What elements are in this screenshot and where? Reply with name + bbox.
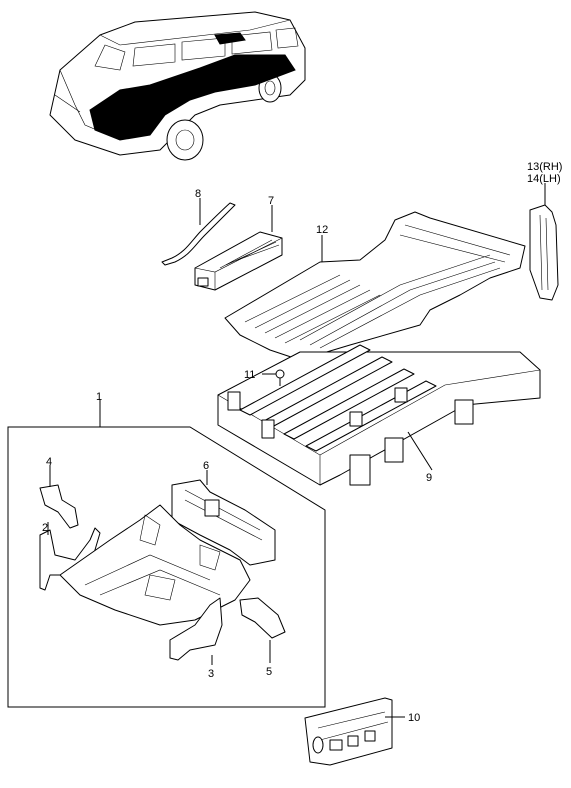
part-8-strip (161, 198, 236, 266)
van-illustration (49, 11, 306, 161)
part-6-crossmember (171, 470, 276, 566)
callout-14-lh: 14(LH) (527, 173, 561, 185)
callout-5: 5 (266, 666, 272, 678)
part-1-group-frame (7, 400, 326, 708)
front-floor-panel (59, 504, 251, 626)
part-13-14-side-panel (529, 183, 559, 301)
part-5-bracket (239, 597, 286, 663)
part-12-rear-floor (224, 211, 526, 361)
callout-9: 9 (426, 472, 432, 484)
part-3-reinforcement (169, 597, 223, 665)
callout-4: 4 (46, 456, 52, 468)
part-11-bolt (262, 369, 285, 386)
callout-6: 6 (203, 460, 209, 472)
part-2-reinforcement (39, 522, 101, 591)
callout-8: 8 (195, 188, 201, 200)
part-4-bracket (39, 465, 79, 529)
callout-3: 3 (208, 668, 214, 680)
callout-2: 2 (42, 522, 48, 534)
part-10-rear-panel (304, 697, 405, 766)
callout-12: 12 (316, 224, 328, 236)
callout-7: 7 (268, 195, 274, 207)
part-7-bracket (194, 205, 283, 291)
callout-13-rh: 13(RH) (527, 161, 562, 173)
callout-11: 11 (244, 369, 255, 381)
callout-1: 1 (96, 391, 102, 403)
callout-10: 10 (408, 712, 420, 724)
part-9-frame (217, 344, 541, 486)
